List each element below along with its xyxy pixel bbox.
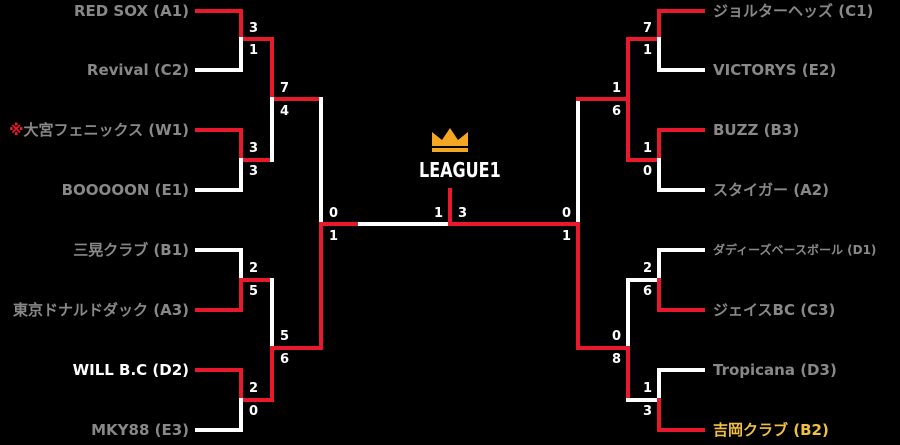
score: 1 (434, 206, 444, 221)
team-label: Tropicana (D3) (713, 361, 837, 379)
team-label: ジョルターヘッズ (C1) (713, 2, 874, 20)
team-label: 三晃クラブ (B1) (73, 241, 189, 259)
team-label: スタイガー (A2) (713, 181, 829, 199)
bracket-line (195, 278, 274, 312)
team-label: BUZZ (B3) (713, 121, 800, 139)
bracket-line (626, 368, 705, 402)
score: 0 (249, 404, 259, 419)
bracket-line (195, 128, 274, 162)
team-label: ※大宮フェニックス (W1) (8, 121, 189, 139)
team-label: ジェイスBC (C3) (713, 301, 836, 319)
bracket-line (626, 9, 705, 41)
score: 3 (249, 164, 259, 179)
score: 5 (280, 329, 290, 344)
score: 7 (280, 81, 290, 96)
bracket-line (626, 248, 705, 282)
score: 0 (612, 329, 622, 344)
score: 1 (643, 141, 653, 156)
score: 6 (643, 284, 653, 299)
tournament-title: LEAGUE1 (419, 158, 501, 182)
score: 8 (612, 352, 622, 367)
score: 3 (249, 141, 259, 156)
score: 1 (612, 81, 622, 96)
score: 1 (643, 381, 653, 396)
score: 2 (249, 261, 259, 276)
bracket-line (626, 128, 705, 162)
score: 3 (643, 404, 653, 419)
team-label: WILL B.C (D2) (72, 361, 189, 379)
score: 5 (249, 284, 259, 299)
score: 0 (643, 164, 653, 179)
score: 0 (329, 206, 339, 221)
team-label: 吉岡クラブ (B2) (713, 421, 829, 439)
score: 3 (249, 21, 259, 36)
score: 1 (249, 43, 259, 58)
score: 2 (249, 381, 259, 396)
score: 1 (329, 229, 339, 244)
score: 6 (280, 352, 290, 367)
bracket-line (657, 278, 705, 312)
crown-icon (432, 128, 468, 152)
score: 1 (643, 43, 653, 58)
team-label: 東京ドナルドダック (A3) (13, 301, 189, 319)
team-label: RED SOX (A1) (73, 2, 189, 20)
bracket-line (195, 9, 274, 41)
bracket-line (195, 248, 243, 282)
score: 7 (643, 21, 653, 36)
bracket-line (195, 37, 243, 72)
score: 0 (562, 206, 572, 221)
score: 3 (458, 206, 468, 221)
team-label: MKY88 (E3) (91, 421, 189, 439)
note-mark: ※ (8, 121, 24, 139)
bracket-line (657, 398, 705, 432)
bracket-line (270, 346, 323, 402)
score: 1 (562, 229, 572, 244)
bracket-line (195, 398, 243, 432)
bracket-line (195, 158, 243, 192)
team-label: ダディーズベースボール (D1) (713, 243, 877, 257)
team-label: Revival (C2) (86, 61, 189, 79)
bracket-line (657, 37, 705, 72)
bracket-line (319, 97, 362, 226)
score: 2 (643, 261, 653, 276)
team-label: BOOOOON (E1) (61, 181, 189, 199)
team-label: VICTORYS (E2) (713, 61, 837, 79)
score: 4 (280, 104, 290, 119)
score: 6 (612, 104, 622, 119)
bracket-line (576, 346, 630, 402)
bracket-line (657, 158, 705, 192)
bracket-line (195, 368, 274, 402)
